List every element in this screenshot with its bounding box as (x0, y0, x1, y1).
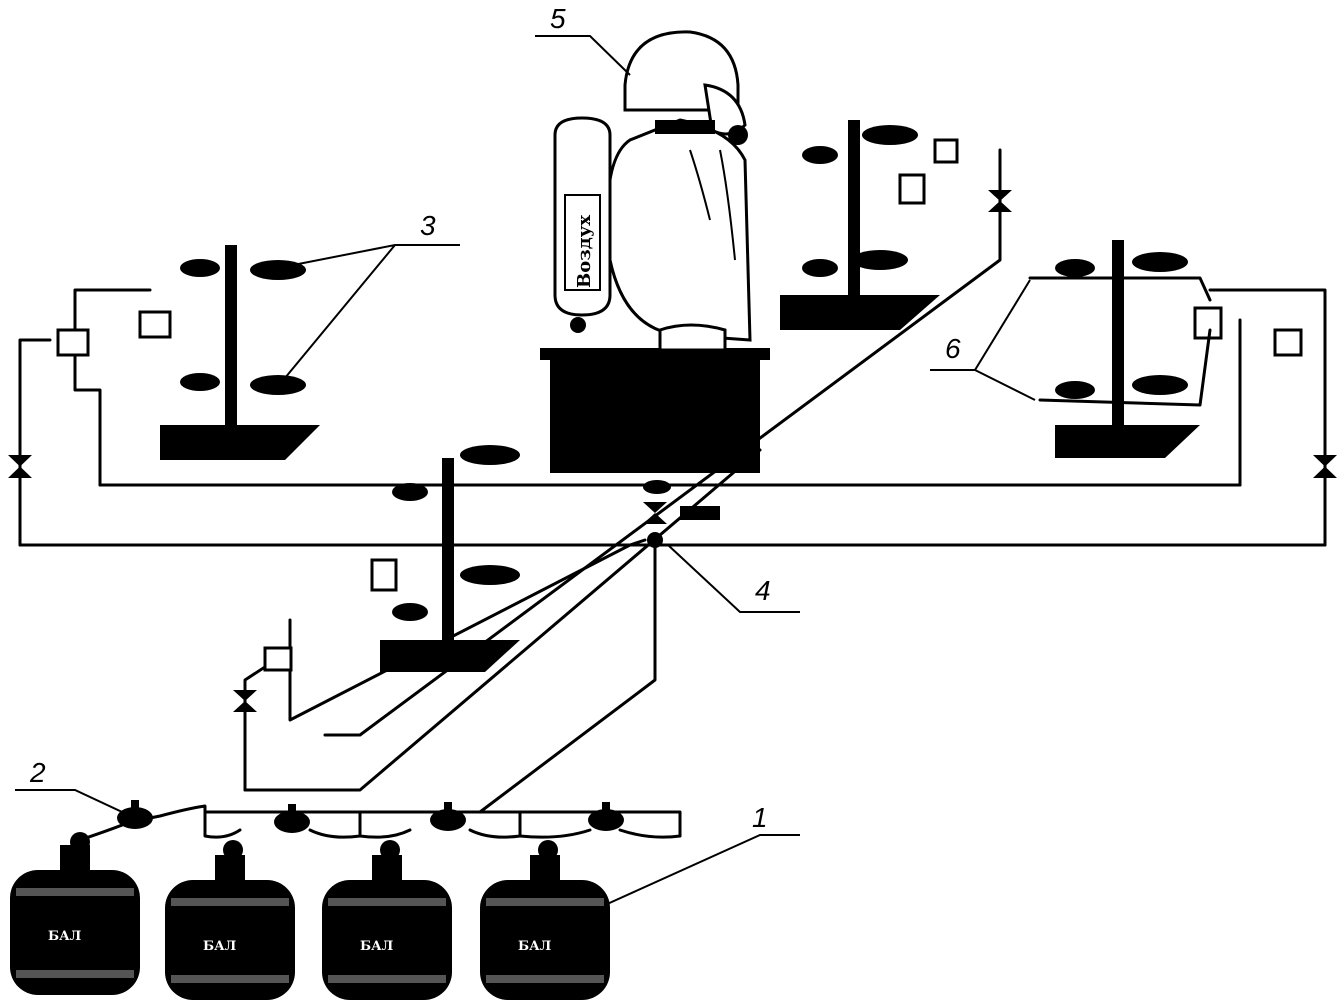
callout-2: 2 (15, 757, 136, 819)
platform (540, 348, 770, 473)
tank-label: Воздух (574, 215, 595, 288)
gas-cylinder: БАЛ (322, 840, 452, 1000)
callout-label: 5 (550, 3, 566, 34)
callout-label: 4 (755, 575, 771, 606)
gas-cylinder: БАЛ (10, 832, 140, 995)
mounting-stand (780, 120, 959, 330)
callout-3: 3 (277, 210, 460, 385)
shutoff-valve (233, 690, 257, 712)
cylinder-label: БАЛ (360, 939, 393, 954)
cylinder-valve (430, 802, 466, 831)
callout-1: 1 (604, 802, 800, 906)
firefighter-figure: Воздух (553, 30, 752, 352)
callout-label: 3 (420, 210, 436, 241)
cylinder-bank: БАЛ БАЛ БАЛ БАЛ (10, 832, 610, 1000)
cylinder-label: БАЛ (203, 939, 236, 954)
callout-4: 4 (667, 544, 800, 613)
mounting-stand (263, 445, 520, 672)
gas-cylinder: БАЛ (480, 840, 610, 1000)
callout-5: 5 (535, 3, 631, 76)
shutoff-valve (988, 190, 1012, 212)
callout-6: 6 (930, 279, 1036, 401)
mounting-stand (1028, 240, 1303, 458)
main-valve (643, 480, 720, 548)
callout-label: 2 (29, 757, 46, 788)
callout-label: 6 (945, 333, 961, 364)
manifold (78, 800, 682, 842)
cylinder-valve (117, 800, 153, 829)
shutoff-valve (8, 455, 32, 478)
shutoff-valve (1313, 455, 1337, 478)
callout-label: 1 (752, 802, 768, 833)
mounting-stand (56, 245, 320, 460)
cylinder-label: БАЛ (518, 939, 551, 954)
cylinder-valve (588, 802, 624, 831)
gas-cylinder: БАЛ (165, 840, 295, 1000)
cylinder-valve (274, 804, 310, 833)
air-tank: Воздух (553, 116, 612, 333)
cylinder-label: БАЛ (48, 929, 81, 944)
